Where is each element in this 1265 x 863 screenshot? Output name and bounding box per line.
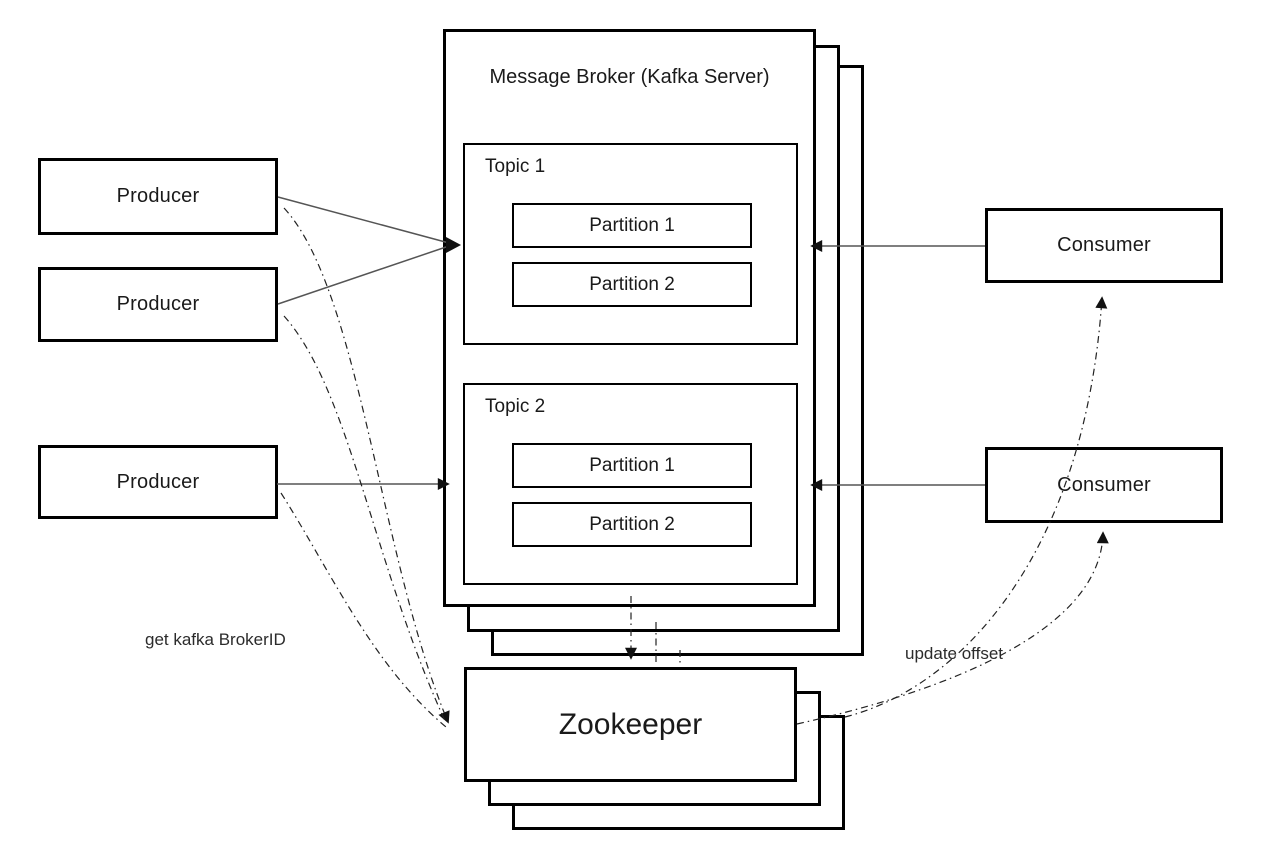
consumer-1-label: Consumer [1057, 234, 1151, 256]
producer-box-2: Producer [38, 267, 278, 342]
get-kafka-brokerid-label: get kafka BrokerID [145, 630, 286, 649]
topic-1-partition-1-box: Partition 1 [512, 203, 752, 248]
topic-2-partition-1-box: Partition 1 [512, 443, 752, 488]
topic-2-partition-1-label: Partition 1 [589, 454, 675, 476]
producer-1-label: Producer [116, 185, 200, 207]
arrow-producer2-to-zookeeper [283, 315, 447, 724]
arrow-producer3-to-zookeeper [280, 492, 447, 728]
topic-1-box: Topic 1 Partition 1 Partition 2 [463, 143, 798, 345]
arrow-producer1-to-zookeeper [283, 207, 450, 724]
topic-2-box: Topic 2 Partition 1 Partition 2 [463, 383, 798, 585]
topic-2-partition-2-label: Partition 2 [589, 513, 675, 535]
topic-1-label: Topic 1 [485, 156, 546, 177]
producer-box-3: Producer [38, 445, 278, 519]
producer-2-label: Producer [116, 293, 200, 315]
topic-1-partition-2-box: Partition 2 [512, 262, 752, 307]
topic-2-partition-2-box: Partition 2 [512, 502, 752, 547]
consumer-2-label: Consumer [1057, 473, 1151, 496]
producer-3-label: Producer [116, 470, 200, 493]
producer-box-1: Producer [38, 158, 278, 235]
arrow-producer2-to-topic1 [277, 245, 450, 305]
consumer-box-2: Consumer [985, 447, 1223, 523]
message-broker-box: Message Broker (Kafka Server) Topic 1 Pa… [443, 29, 816, 607]
topic-1-partition-2-label: Partition 2 [589, 273, 675, 295]
arrow-producer1-to-topic1 [277, 196, 450, 244]
message-broker-title: Message Broker (Kafka Server) [489, 66, 770, 88]
consumer-box-1: Consumer [985, 208, 1223, 283]
topic-2-label: Topic 2 [485, 396, 546, 417]
topic-1-partition-1-label: Partition 1 [589, 214, 675, 236]
update-offset-label: update offset [905, 644, 1003, 663]
zookeeper-label: Zookeeper [558, 707, 703, 741]
zookeeper-box: Zookeeper [464, 667, 797, 782]
